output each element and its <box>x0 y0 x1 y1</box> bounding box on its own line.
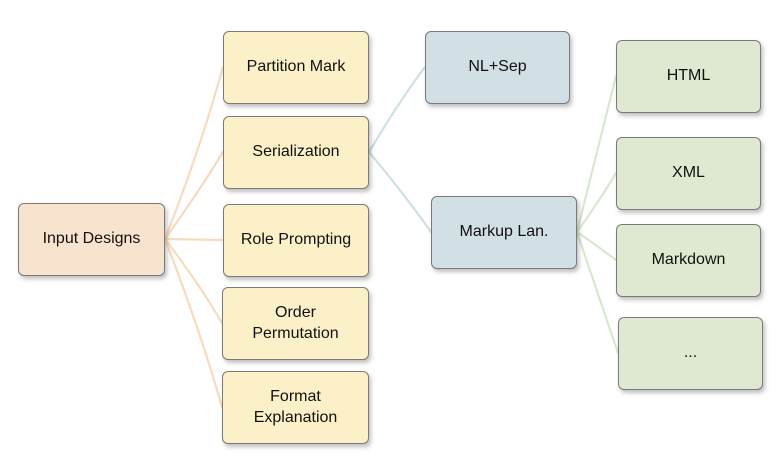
node-nl-sep: NL+Sep <box>425 31 570 104</box>
edge-root-role-prompting <box>163 237 225 242</box>
node-label: Markup Lan. <box>459 223 549 241</box>
node-label: HTML <box>666 67 711 85</box>
edge-markup-etc <box>575 230 620 355</box>
node-html: HTML <box>616 40 761 113</box>
edge-markup-xml <box>575 171 618 234</box>
node-markdown: Markdown <box>616 224 761 297</box>
edge-serialization-nlsep <box>367 65 427 154</box>
edge-serialization-markup <box>367 150 433 234</box>
node-partition-mark: Partition Mark <box>223 31 369 104</box>
node-label: Serialization <box>252 143 340 161</box>
node-label: NL+Sep <box>468 58 527 76</box>
edge-markup-html <box>575 74 618 234</box>
node-label: ... <box>683 344 698 362</box>
node-role-prompting: Role Prompting <box>223 204 369 277</box>
edge-root-format-explanation <box>163 237 224 409</box>
node-format-explanation: Format Explanation <box>222 371 369 444</box>
node-input-designs: Input Designs <box>18 203 165 276</box>
node-ellipsis: ... <box>618 317 763 390</box>
node-label: Format Explanation <box>253 387 338 426</box>
edge-markup-markdown <box>575 230 618 262</box>
edge-root-serialization <box>163 150 225 241</box>
node-xml: XML <box>616 137 761 210</box>
node-order-permutation: Order Permutation <box>222 287 369 360</box>
node-label: Role Prompting <box>240 231 352 249</box>
edge-root-order-permutation <box>163 237 224 325</box>
node-label: XML <box>672 164 705 182</box>
node-serialization: Serialization <box>223 116 369 189</box>
node-markup-language: Markup Lan. <box>431 196 577 269</box>
node-label: Markdown <box>651 251 726 269</box>
edge-root-partition-mark <box>163 65 225 241</box>
node-label: Input Designs <box>42 230 141 248</box>
node-label: Partition Mark <box>246 58 346 76</box>
node-label: Order Permutation <box>252 303 339 342</box>
